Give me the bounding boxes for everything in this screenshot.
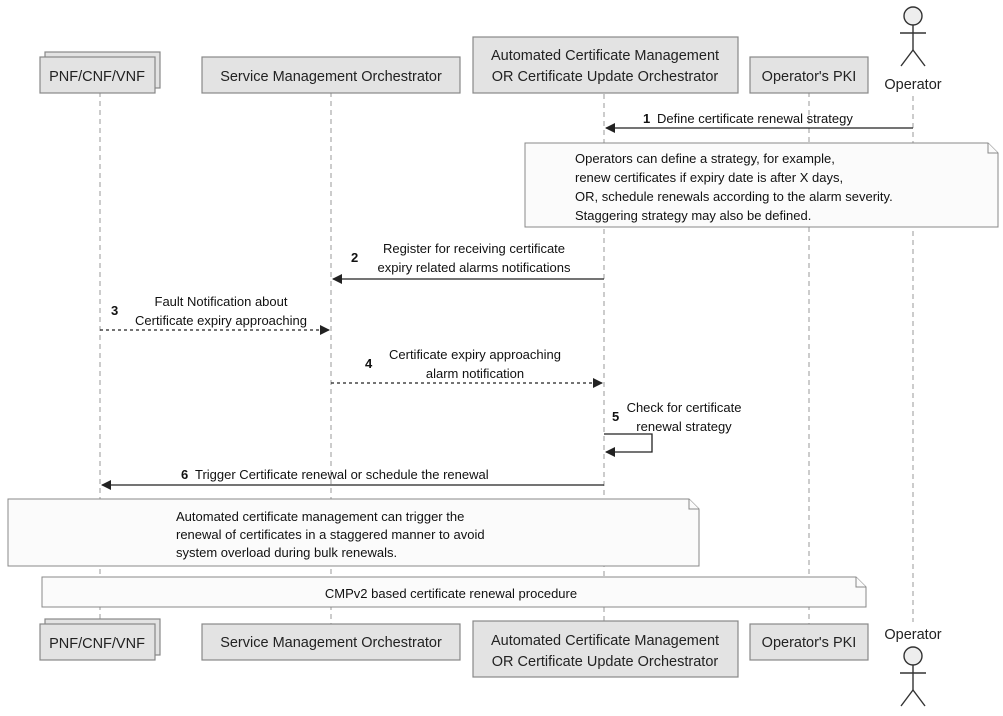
participant-smo-bottom: Service Management Orchestrator: [201, 623, 461, 661]
message-4-number: 4: [365, 356, 373, 371]
note-strategy-line4: Staggering strategy may also be defined.: [575, 208, 811, 223]
participant-acm-bottom-label-line2: OR Certificate Update Orchestrator: [492, 654, 719, 670]
participant-acm-top: Automated Certificate Management OR Cert…: [472, 36, 739, 94]
message-6-label: Trigger Certificate renewal or schedule …: [195, 467, 489, 482]
message-4: 4 Certificate expiry approaching alarm n…: [331, 347, 603, 388]
participant-pnf-top: PNF/CNF/VNF: [39, 51, 161, 94]
participant-acm-label-line1: Automated Certificate Management: [491, 48, 719, 64]
message-6: 6 Trigger Certificate renewal or schedul…: [101, 467, 604, 490]
message-2-label-line1: Register for receiving certificate: [383, 241, 565, 256]
message-3: 3 Fault Notification about Certificate e…: [100, 294, 330, 335]
participant-operator-bottom: Operator: [884, 627, 942, 707]
note-staggered-line3: system overload during bulk renewals.: [176, 545, 397, 560]
participant-operator-bottom-label: Operator: [884, 627, 941, 643]
participant-smo-bottom-label: Service Management Orchestrator: [220, 635, 442, 651]
participant-acm-bottom-label-line1: Automated Certificate Management: [491, 633, 719, 649]
operator-actor-bottom-icon: [900, 646, 926, 707]
participant-pnf-bottom-label: PNF/CNF/VNF: [49, 636, 145, 652]
participant-acm-bottom: Automated Certificate Management OR Cert…: [472, 620, 739, 678]
participant-pki-bottom: Operator's PKI: [749, 623, 869, 661]
note-strategy: Operators can define a strategy, for exa…: [524, 142, 999, 228]
participant-pnf-label: PNF/CNF/VNF: [49, 69, 145, 85]
participant-pki-bottom-label: Operator's PKI: [762, 635, 857, 651]
message-5-label-line1: Check for certificate: [627, 400, 742, 415]
message-2-label-line2: expiry related alarms notifications: [378, 260, 571, 275]
message-5: 5 Check for certificate renewal strategy: [604, 400, 742, 457]
note-staggered-line1: Automated certificate management can tri…: [176, 509, 464, 524]
message-4-label-line1: Certificate expiry approaching: [389, 347, 561, 362]
message-6-number: 6: [181, 467, 188, 482]
participant-operator-label: Operator: [884, 77, 941, 93]
message-1: 1 Define certificate renewal strategy: [605, 111, 913, 133]
message-3-number: 3: [111, 303, 118, 318]
participant-operator-top: Operator: [884, 6, 942, 93]
message-2-number: 2: [351, 250, 358, 265]
participant-pnf-bottom: PNF/CNF/VNF: [39, 618, 161, 661]
message-3-label-line1: Fault Notification about: [155, 294, 288, 309]
note-cmpv2-line1: CMPv2 based certificate renewal procedur…: [325, 586, 577, 601]
message-5-number: 5: [612, 409, 619, 424]
participant-pki-label: Operator's PKI: [762, 69, 857, 85]
message-3-label-line2: Certificate expiry approaching: [135, 313, 307, 328]
message-1-number: 1: [643, 111, 650, 126]
participant-acm-label-line2: OR Certificate Update Orchestrator: [492, 69, 719, 85]
message-2: 2 Register for receiving certificate exp…: [332, 241, 604, 284]
operator-actor-icon: [900, 6, 926, 67]
message-5-label-line2: renewal strategy: [636, 419, 732, 434]
participant-smo-top: Service Management Orchestrator: [201, 56, 461, 94]
note-strategy-line3: OR, schedule renewals according to the a…: [575, 189, 893, 204]
note-staggered: Automated certificate management can tri…: [7, 498, 700, 567]
participant-smo-label: Service Management Orchestrator: [220, 69, 442, 85]
message-4-label-line2: alarm notification: [426, 366, 524, 381]
note-strategy-line1: Operators can define a strategy, for exa…: [575, 151, 835, 166]
message-1-label: Define certificate renewal strategy: [657, 111, 853, 126]
note-cmpv2: CMPv2 based certificate renewal procedur…: [41, 576, 867, 608]
note-strategy-line2: renew certificates if expiry date is aft…: [575, 170, 843, 185]
note-staggered-line2: renewal of certificates in a staggered m…: [176, 527, 485, 542]
participant-pki-top: Operator's PKI: [749, 56, 869, 94]
